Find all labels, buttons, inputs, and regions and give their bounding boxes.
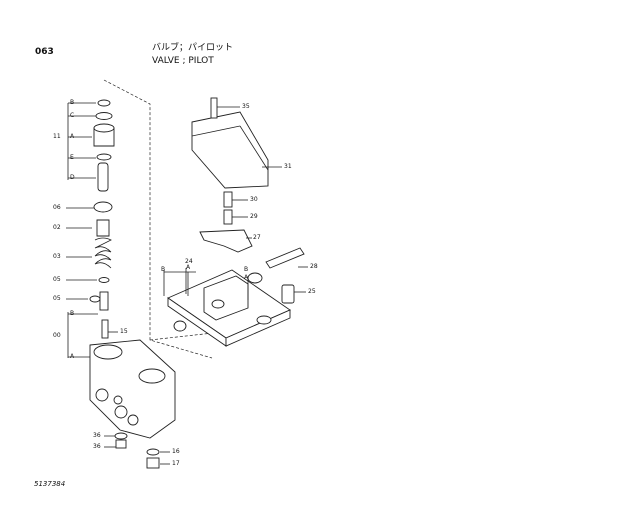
washer-06	[93, 201, 113, 213]
pin-30	[223, 191, 233, 208]
label-05a: 05	[53, 276, 61, 283]
callout-17: 17	[172, 460, 180, 467]
cover-31	[191, 111, 269, 189]
title-japanese: バルブ；パイロット	[152, 43, 234, 53]
label-00: 00	[53, 332, 61, 339]
group-label-a-lower: A	[244, 274, 249, 281]
page-number: 063	[35, 47, 54, 57]
label-a-lower: A	[70, 353, 75, 360]
label-05b: 05	[53, 295, 61, 302]
seal-b	[97, 99, 111, 107]
spring-03	[94, 237, 112, 269]
callout-36a: 36	[93, 432, 101, 439]
ring-05	[98, 277, 110, 283]
label-c: C	[70, 112, 75, 119]
callout-16: 16	[172, 448, 180, 455]
callout-25: 25	[308, 288, 316, 295]
callout-27: 27	[253, 234, 261, 241]
bolt-25	[281, 284, 295, 304]
plug-17	[146, 457, 160, 469]
bolt-35	[210, 97, 218, 119]
label-e: E	[70, 154, 74, 161]
label-d: D	[70, 174, 75, 181]
group-label-b-right: B	[161, 266, 166, 273]
block-24	[203, 275, 249, 321]
assembly-dashed-line	[103, 79, 213, 359]
group-label-a-right: A	[186, 264, 191, 271]
o-ring-c	[95, 112, 113, 120]
washer-05	[89, 295, 101, 303]
label-06: 06	[53, 204, 61, 211]
spring-seat-02	[96, 219, 110, 237]
title-english: VALVE ; PILOT	[152, 56, 214, 66]
label-03: 03	[53, 253, 61, 260]
plug-36	[115, 439, 127, 449]
drawing-reference-number: 5137384	[34, 480, 66, 488]
valve-body	[89, 339, 176, 439]
label-02: 02	[53, 224, 61, 231]
callout-28: 28	[310, 263, 318, 270]
callout-24: 24	[185, 258, 193, 265]
label-a-top: A	[70, 133, 75, 140]
callout-29: 29	[250, 213, 258, 220]
shaft-28	[265, 247, 305, 269]
group-label-b-lower: B	[244, 266, 249, 273]
piston-d	[97, 162, 109, 192]
callout-15: 15	[120, 328, 128, 335]
callout-30: 30	[250, 196, 258, 203]
callout-31: 31	[284, 163, 292, 170]
label-b-lower: B	[70, 310, 75, 317]
callout-35: 35	[242, 103, 250, 110]
label-b-top: B	[70, 99, 75, 106]
seal-e	[96, 153, 112, 161]
pin-29	[223, 209, 233, 225]
lever-27	[199, 229, 253, 253]
pin-15	[101, 319, 109, 339]
label-11: 11	[53, 133, 61, 140]
o-ring-16	[146, 448, 160, 456]
spool-b	[99, 291, 109, 311]
callout-36b: 36	[93, 443, 101, 450]
